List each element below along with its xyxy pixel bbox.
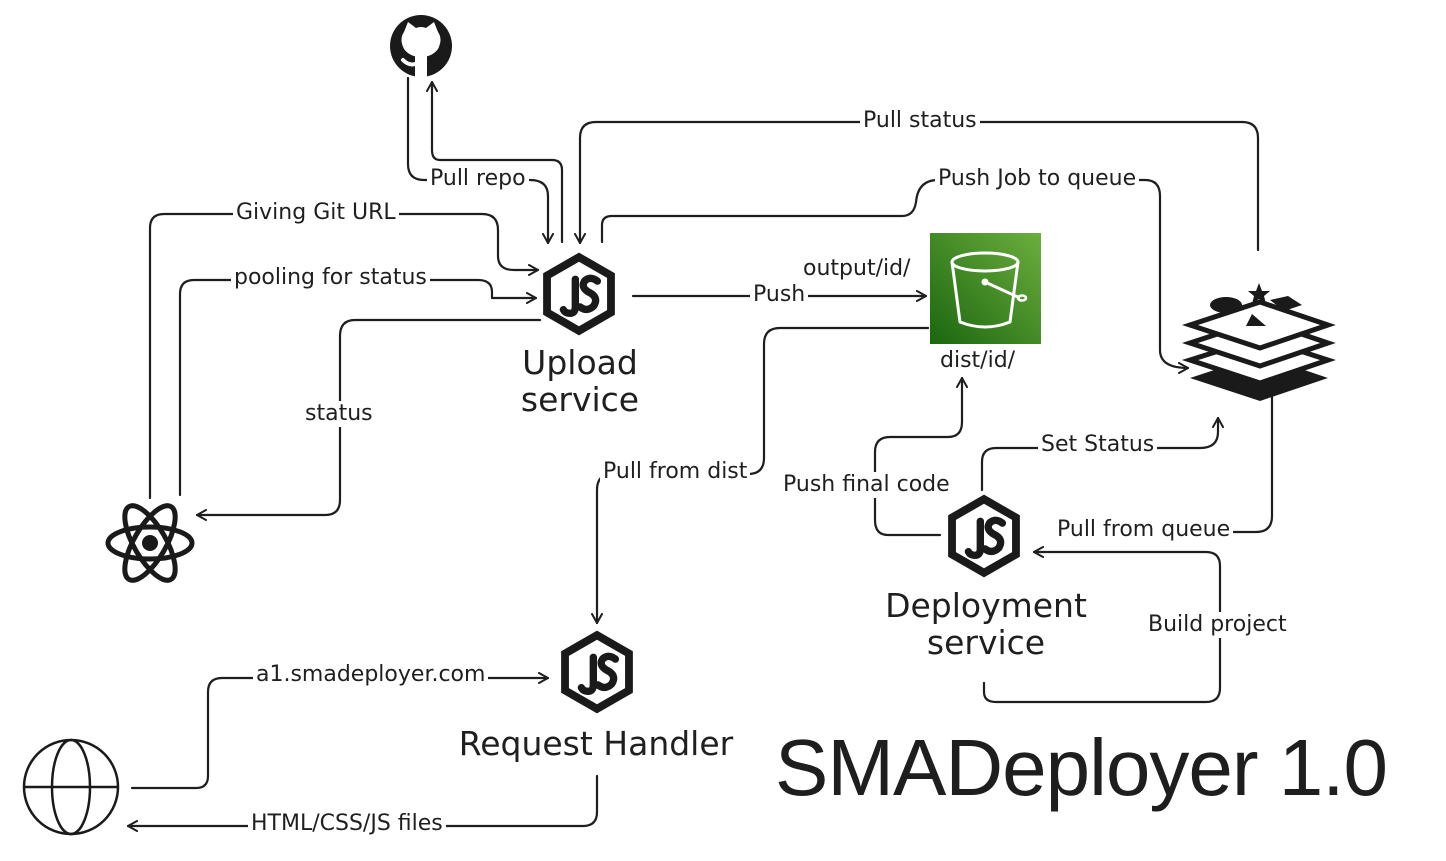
globe-icon: [22, 738, 120, 836]
label-s3-dist: dist/id/: [940, 348, 1016, 373]
diagram-title: SMADeployer 1.0: [775, 723, 1388, 812]
arrow-pooling-for-status: [178, 278, 538, 497]
arrow-pull-from-queue: [1056, 393, 1274, 538]
s3-bucket-icon: [930, 233, 1041, 344]
label-status: status: [302, 401, 376, 427]
arrow-giving-git-url: [148, 212, 540, 500]
label-push-job-to-queue: Push Job to queue: [935, 166, 1140, 192]
arrow-domain-request: [130, 672, 550, 790]
label-pull-status: Pull status: [860, 108, 980, 134]
arrow-push-final-code: [873, 376, 968, 537]
react-icon: [105, 503, 195, 583]
upload-service-nodejs-icon: [543, 253, 615, 336]
arrow-pull-status: [574, 120, 1260, 252]
arrow-build-project: [982, 546, 1222, 704]
github-icon: [390, 15, 452, 77]
label-set-status: Set Status: [1038, 432, 1158, 458]
deployment-service-label: Deployment service: [885, 586, 1087, 662]
label-build-project: Build project: [1145, 612, 1290, 638]
label-files: HTML/CSS/JS files: [248, 811, 446, 837]
request-handler-nodejs-icon: [561, 631, 633, 714]
redis-icon: [1181, 283, 1336, 401]
label-pull-repo: Pull repo: [427, 166, 529, 192]
label-pooling-for-status: pooling for status: [231, 265, 430, 291]
label-pull-from-queue: Pull from queue: [1054, 517, 1234, 543]
arrow-push-job: [600, 178, 1190, 374]
label-pull-from-dist: Pull from dist: [600, 459, 751, 485]
label-push-final-code: Push final code: [780, 472, 953, 498]
request-handler-label: Request Handler: [458, 724, 734, 763]
edge-lines: [126, 76, 1274, 832]
upload-service-label: Upload service: [520, 343, 640, 419]
arrow-files-response: [126, 774, 599, 832]
arrow-to-github: [426, 80, 564, 244]
deployment-service-nodejs-icon: [948, 495, 1020, 578]
label-s3-output: output/id/: [800, 256, 914, 282]
label-push: Push: [750, 282, 809, 308]
label-giving-git-url: Giving Git URL: [233, 200, 399, 226]
label-domain: a1.smadeployer.com: [253, 662, 489, 688]
